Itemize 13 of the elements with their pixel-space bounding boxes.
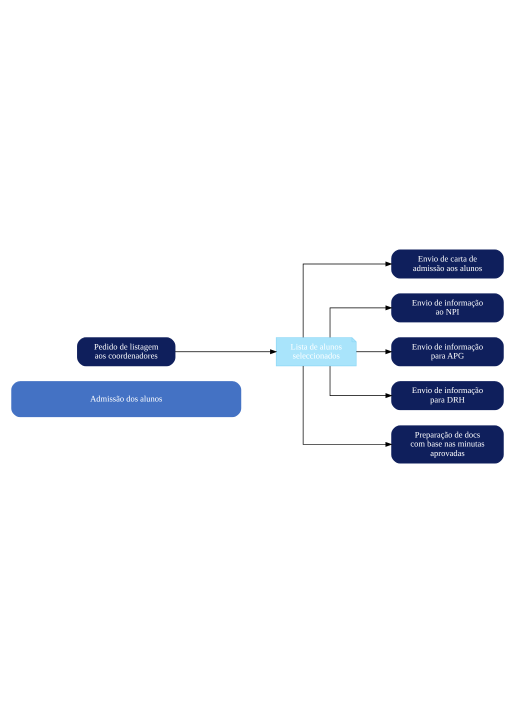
arrow xyxy=(302,366,393,447)
node-box: Envio de carta de admissão aos alunos xyxy=(391,249,504,278)
arrow xyxy=(330,366,393,398)
node-box: Admissão dos alunos xyxy=(11,381,242,418)
arrow xyxy=(356,349,393,354)
node-box: Preparação de docs com base nas minutas aprovadas xyxy=(391,425,504,464)
arrow xyxy=(330,305,393,338)
node-box: Envio de informação para DRH xyxy=(391,381,504,410)
arrow xyxy=(302,262,393,338)
node-box: Pedido de listagem aos coordenadores xyxy=(77,337,176,366)
node-box: Envio de informação para APG xyxy=(391,337,504,366)
node-box: Envio de informação ao NPI xyxy=(391,293,504,322)
arrow xyxy=(174,349,278,354)
